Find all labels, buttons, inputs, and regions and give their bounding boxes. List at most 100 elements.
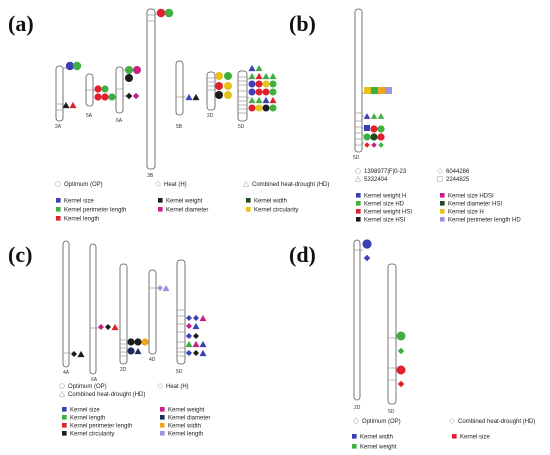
square-marker-orange	[378, 87, 385, 94]
legend-circle-icon	[355, 168, 361, 174]
chromosome-6A	[89, 243, 97, 375]
triangle-marker-green	[269, 72, 277, 80]
trait-legend-label: Kernel size H	[448, 210, 484, 216]
circle-marker-red	[94, 93, 102, 101]
trait-legend-label: Kernel size	[460, 435, 490, 441]
circle-marker-green	[108, 93, 116, 101]
circle-marker-blue	[65, 61, 75, 71]
circle-marker-red	[248, 104, 256, 112]
circle-marker-yellow	[215, 72, 223, 80]
marker-legend-label: 1398977|F|0-23	[364, 169, 407, 175]
chromosome-label: 5D	[176, 369, 183, 375]
legend-square-icon	[437, 176, 443, 182]
marker-legend-label: Combined heat-drought (HD)	[458, 419, 535, 425]
trait-legend-label: Kernel diameter HSI	[448, 202, 502, 208]
circle-marker-green	[269, 88, 277, 96]
trait-legend-label: Kernel weight H	[364, 194, 406, 200]
chromosome-body	[62, 240, 70, 368]
diamond-marker-magenta	[132, 92, 140, 100]
legend-triangle-icon	[58, 390, 66, 397]
chromosome-label: 4A	[63, 370, 70, 376]
circle-marker-yellow	[255, 104, 263, 112]
diamond-marker-blue	[193, 315, 199, 321]
chromosome-4D	[148, 269, 157, 355]
triangle-marker-green	[255, 64, 263, 72]
circle-marker-green	[101, 85, 109, 93]
trait-color-swatch	[352, 444, 357, 449]
square-marker-blue	[364, 125, 370, 131]
trait-color-swatch	[62, 415, 67, 420]
circle-marker-green	[377, 125, 385, 133]
triangle-marker-lightpurple	[162, 284, 170, 292]
circle-marker-blue	[248, 88, 256, 96]
trait-legend-label: Kernel perimeter length	[70, 424, 132, 430]
trait-legend-label: Kernel width	[254, 199, 287, 205]
legend-diamond-icon	[437, 168, 443, 174]
chromosome-5D	[387, 263, 397, 405]
triangle-marker-black	[192, 93, 200, 101]
triangle-marker-black	[77, 350, 85, 358]
chromosome-body	[176, 259, 186, 365]
trait-color-swatch	[440, 193, 445, 198]
legend-triangle-icon	[242, 180, 250, 187]
chromosome-body	[146, 8, 156, 170]
triangle-marker-black	[62, 101, 70, 109]
circle-marker-green	[224, 72, 232, 80]
triangle-marker-red	[111, 323, 119, 331]
triangle-marker-green	[377, 113, 385, 119]
trait-legend-label: Kernel perimeter length	[64, 208, 126, 214]
trait-legend-label: Kernel length	[168, 432, 203, 438]
legend-circle-icon	[353, 418, 359, 424]
panel-label: (b)	[289, 11, 316, 36]
circle-marker-green	[269, 80, 277, 88]
chromosome-2A	[55, 65, 64, 122]
chromosome-label: 5D	[238, 124, 245, 130]
diamond-marker-green	[378, 142, 384, 148]
triangle-marker-green	[248, 96, 256, 104]
diamond-marker-blue	[186, 333, 192, 339]
diamond-marker-black	[193, 333, 199, 339]
triangle-marker-magenta	[199, 314, 207, 322]
marker-legend-label: Optimum (OP)	[64, 182, 103, 188]
trait-legend-label: Kernel width	[360, 435, 393, 441]
trait-color-swatch	[356, 209, 361, 214]
triangle-marker-green	[255, 96, 263, 104]
chromosome-label: 6A	[116, 118, 123, 124]
circle-marker-black	[125, 74, 133, 82]
circle-marker-blue	[248, 80, 256, 88]
legend-diamond-icon	[449, 418, 455, 424]
trait-color-swatch	[56, 216, 61, 221]
marker-legend-label: Heat (H)	[166, 384, 189, 390]
trait-color-swatch	[440, 217, 445, 222]
diamond-marker-lightpurple	[157, 285, 163, 291]
diamond-marker-blue	[186, 350, 192, 356]
trait-color-swatch	[160, 415, 165, 420]
circle-marker-green	[396, 331, 406, 341]
triangle-marker-blue	[363, 113, 371, 119]
trait-color-swatch	[158, 207, 163, 212]
chromosome-5B	[175, 60, 184, 116]
circle-marker-green	[72, 61, 82, 71]
chromosome-label: 5D	[353, 155, 360, 161]
circle-marker-red	[370, 125, 378, 133]
circle-marker-yellow	[262, 80, 270, 88]
chromosome-label: 5A	[86, 113, 93, 119]
circle-marker-green	[269, 104, 277, 112]
chromosome-5D	[176, 259, 186, 365]
panel-label: (d)	[289, 242, 316, 267]
circle-marker-blue	[362, 239, 372, 249]
triangle-marker-red	[255, 72, 263, 80]
triangle-marker-blue	[185, 93, 193, 101]
chromosome-3B	[146, 8, 156, 170]
trait-legend-label: Kernel size	[64, 199, 94, 205]
circle-marker-red	[255, 80, 263, 88]
circle-marker-green	[363, 133, 371, 141]
legend-diamond-icon	[155, 181, 161, 187]
trait-legend-label: Kernel circularity	[70, 432, 114, 438]
trait-legend-label: Kernel size HDSI	[448, 194, 494, 200]
